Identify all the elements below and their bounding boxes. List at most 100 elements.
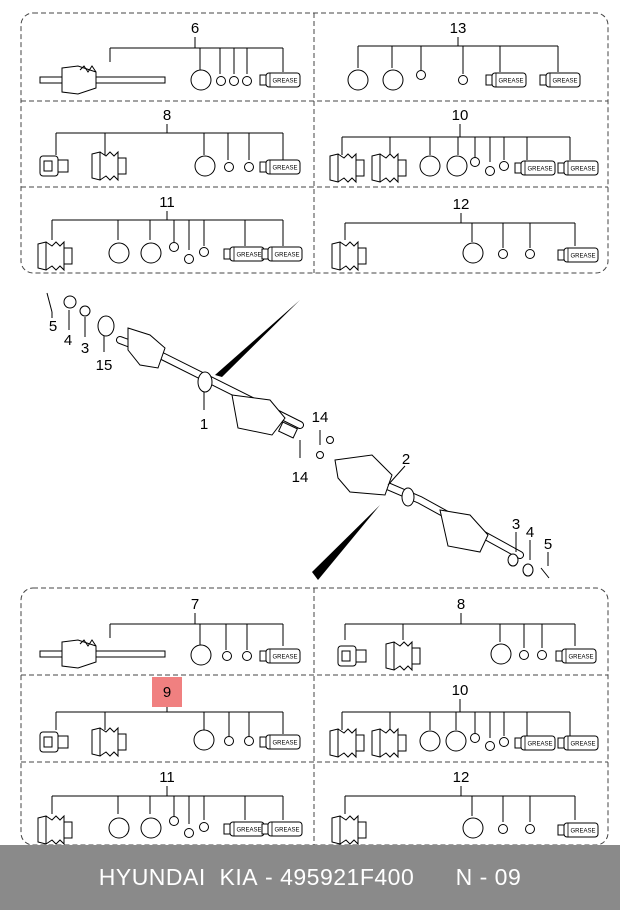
kit-8-label: 8 <box>163 107 171 124</box>
callout-3: 3 <box>512 516 520 533</box>
grease-tube-icon <box>261 821 303 837</box>
kit-6[interactable]: 6 <box>39 20 301 95</box>
kit-13-label: 13 <box>450 20 467 37</box>
clip-ring-icon <box>485 741 495 751</box>
exploded-drive-shaft: 5 4 3 15 1 14 14 2 3 4 5 <box>46 292 552 580</box>
grease-tube-icon <box>261 246 303 262</box>
bottom-kit-panel: 7 8 9 <box>20 587 609 845</box>
inner-joint-icon <box>39 155 69 177</box>
clip-ring-icon <box>470 157 480 167</box>
seal-ring-icon <box>347 69 369 91</box>
callout-14: 14 <box>312 409 329 426</box>
clip-ring-icon <box>244 736 254 746</box>
footer-brand: HYUNDAI KIA <box>98 864 259 890</box>
kit-10-label: 10 <box>452 682 469 699</box>
clip-ring-icon <box>216 76 226 86</box>
clip-ring-icon <box>199 247 209 257</box>
seal-ring-icon <box>108 242 130 264</box>
kit-8-top[interactable]: 8 <box>39 107 301 181</box>
kit-11-top[interactable]: 11 <box>37 194 303 271</box>
clip-ring-icon <box>519 650 529 660</box>
seal-ring-icon <box>193 729 215 751</box>
callout-5: 5 <box>49 318 57 335</box>
seal-ring-icon <box>490 643 512 665</box>
clip-ring-icon <box>498 249 508 259</box>
clip-ring-icon <box>169 242 179 252</box>
clip-ring-icon <box>222 651 232 661</box>
seal-ring-icon <box>445 730 467 752</box>
clip-ring-icon <box>485 166 495 176</box>
grease-tube-icon <box>555 648 597 664</box>
grease-tube-icon <box>259 72 301 88</box>
callout-1: 1 <box>200 416 208 433</box>
kit-8-bottom[interactable]: 8 <box>337 596 597 671</box>
seal-ring-icon <box>462 817 484 839</box>
seal-ring-icon <box>140 817 162 839</box>
boot-icon <box>91 151 127 181</box>
clip-ring-icon <box>458 75 468 85</box>
kit-10-top[interactable]: 10 <box>329 107 599 183</box>
clip-ring-icon <box>224 736 234 746</box>
seal-ring-icon <box>419 730 441 752</box>
kit-13[interactable]: 13 <box>347 20 581 91</box>
boot-icon <box>37 241 73 271</box>
grease-tube-icon <box>557 160 599 176</box>
callout-14: 14 <box>292 469 309 486</box>
clip-ring-icon <box>244 162 254 172</box>
grease-tube-icon <box>485 72 527 88</box>
grease-tube-icon <box>223 246 265 262</box>
kit-12-top[interactable]: 12 <box>331 196 599 271</box>
clip-ring-icon <box>499 737 509 747</box>
boot-icon <box>91 727 127 757</box>
exploded-parts-diagram: GREASE 6 <box>20 12 609 845</box>
top-kit-panel: 6 13 8 <box>20 12 609 274</box>
axle-shaft-assembly-icon <box>39 639 166 669</box>
boot-icon <box>329 153 365 183</box>
kit-6-label: 6 <box>191 20 199 37</box>
seal-ring-icon <box>108 817 130 839</box>
callout-2: 2 <box>402 451 410 468</box>
kit-11-label: 11 <box>159 769 175 786</box>
footer-bar: HYUNDAI KIA - 495921F400 N - 09 <box>0 845 620 910</box>
footer-page: N - 09 <box>455 864 522 890</box>
kit-7[interactable]: 7 <box>39 596 301 669</box>
clip-ring-icon <box>242 651 252 661</box>
kit-10-label: 10 <box>452 107 469 124</box>
grease-tube-icon <box>557 247 599 263</box>
kit-12-bottom[interactable]: 12 <box>331 769 599 845</box>
seal-ring-icon <box>446 155 468 177</box>
grease-tube-icon <box>259 159 301 175</box>
inner-joint-icon <box>337 645 367 667</box>
footer-part-number: 495921F400 <box>280 864 415 890</box>
clip-ring-icon <box>537 650 547 660</box>
callout-3: 3 <box>81 340 89 357</box>
grease-tube-icon <box>514 160 556 176</box>
small-hardware-left <box>46 292 115 352</box>
kit-9[interactable]: 9 <box>39 677 301 757</box>
drive-shaft-part-1[interactable] <box>116 327 304 439</box>
kit-9-highlight <box>152 677 182 707</box>
seal-ring-icon <box>194 155 216 177</box>
seal-ring-icon <box>190 69 212 91</box>
kit-11-bottom[interactable]: 11 <box>37 769 303 845</box>
clip-ring-icon <box>242 76 252 86</box>
pointer-arrow-bottom <box>312 505 380 580</box>
boot-icon <box>371 728 407 758</box>
callout-15: 15 <box>96 357 113 374</box>
kit-12-label: 12 <box>453 196 470 213</box>
callout-5: 5 <box>544 536 552 553</box>
small-hardware-right <box>299 430 550 579</box>
footer-separator: - <box>258 864 281 890</box>
boot-icon <box>385 641 421 671</box>
inner-joint-icon <box>39 731 69 753</box>
grease-tube-icon <box>557 822 599 838</box>
kit-12-label: 12 <box>453 769 470 786</box>
seal-ring-icon <box>462 242 484 264</box>
seal-ring-icon <box>382 69 404 91</box>
grease-tube-icon <box>539 72 581 88</box>
callout-4: 4 <box>526 524 534 541</box>
clip-ring-icon <box>229 76 239 86</box>
drive-shaft-part-2[interactable] <box>334 454 524 559</box>
kit-10-bottom[interactable]: 10 <box>329 682 599 758</box>
clip-ring-icon <box>184 254 194 264</box>
